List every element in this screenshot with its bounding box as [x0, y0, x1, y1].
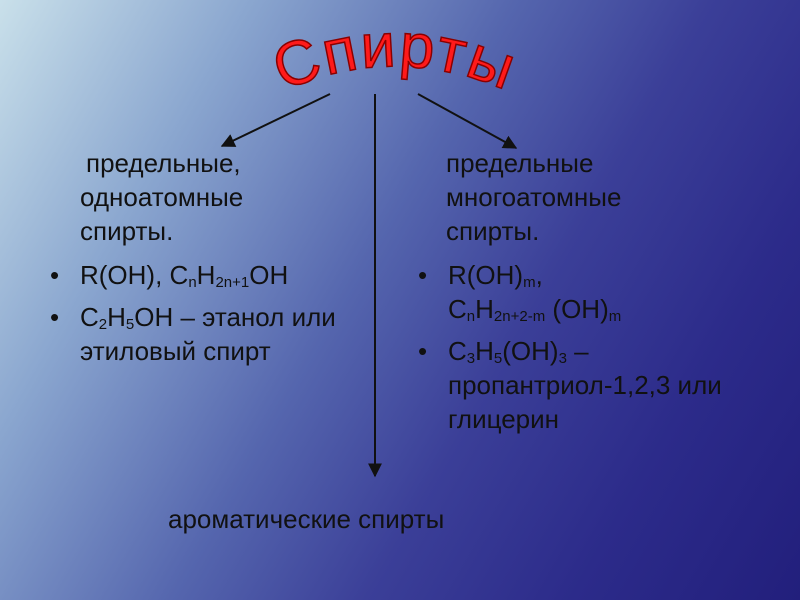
right-bullet-glycerol: • C3H5(OH)3 – пропантриол-1,2,3 или глиц… [418, 334, 778, 436]
right-f1-h: H [475, 294, 494, 324]
left-f2-a: C [80, 302, 99, 332]
bottom-label: ароматические спирты [168, 504, 445, 534]
right-column: предельные многоатомные спирты. • R(OH)m… [418, 146, 778, 444]
right-f1-sub-m2: m [608, 308, 622, 325]
right-heading-line-3: спирты. [446, 216, 540, 246]
left-heading-line-1: предельные, [86, 148, 241, 178]
left-heading-line-3: спирты. [80, 216, 174, 246]
right-f1-oh: (OH) [545, 294, 609, 324]
bullet-dot: • [50, 302, 60, 332]
left-bullet-formula: • R(OH), CnH2n+1OH [50, 258, 390, 292]
right-f2-a: C [448, 336, 467, 366]
right-f2-sub-5: 5 [493, 350, 503, 367]
left-f1-sub-n: n [188, 274, 197, 291]
right-f2-c: (OH) [502, 336, 559, 366]
left-bullet-ethanol: • C2H5OH – этанол или этиловый спирт [50, 300, 390, 368]
left-f2-c: OH – этанол или этиловый спирт [80, 302, 336, 366]
arrow-left [220, 93, 331, 147]
bullet-dot: • [50, 260, 60, 290]
bullet-dot: • [418, 336, 428, 366]
right-bullet-formula: • R(OH)m, CnH2n+2-m (OH)m [418, 258, 778, 326]
right-f1-a: R(OH) [448, 260, 524, 290]
right-f1-sub-2n2m: 2n+2-m [493, 308, 546, 325]
left-f1-a: R(OH), C [80, 260, 189, 290]
left-f1-b: H [196, 260, 216, 290]
left-f2-sub-2: 2 [98, 316, 108, 333]
left-f1-c: OH [249, 260, 289, 290]
slide-title: Спирты [263, 10, 524, 104]
left-heading-line-2: одноатомные [80, 182, 244, 212]
left-column: предельные, одноатомные спирты. • R(OH),… [50, 146, 390, 376]
right-heading-line-1: предельные [446, 148, 594, 178]
right-f1-sub-n: n [466, 308, 476, 325]
right-f1-line-2: CnH2n+2-m (OH)m [448, 292, 778, 326]
right-heading: предельные многоатомные спирты. [418, 146, 778, 248]
right-f1-comma: , [535, 260, 543, 290]
right-heading-line-2: многоатомные [446, 182, 622, 212]
left-heading: предельные, одноатомные спирты. [50, 146, 390, 248]
right-f2-d: – пропантриол-1,2,3 или глицерин [448, 336, 722, 434]
bullet-dot: • [418, 260, 428, 290]
right-f1-line-1: R(OH)m, [448, 258, 778, 292]
right-f1-sub-m: m [523, 274, 536, 291]
left-f1-sub-2n1: 2n+1 [215, 274, 250, 291]
right-f2-b: H [475, 336, 494, 366]
right-f2-sub-3: 3 [466, 350, 476, 367]
left-f2-sub-5: 5 [125, 316, 135, 333]
left-f2-b: H [107, 302, 126, 332]
right-f2-sub-3b: 3 [558, 350, 567, 367]
arrow-right [417, 93, 518, 149]
right-f1-c: C [448, 294, 467, 324]
